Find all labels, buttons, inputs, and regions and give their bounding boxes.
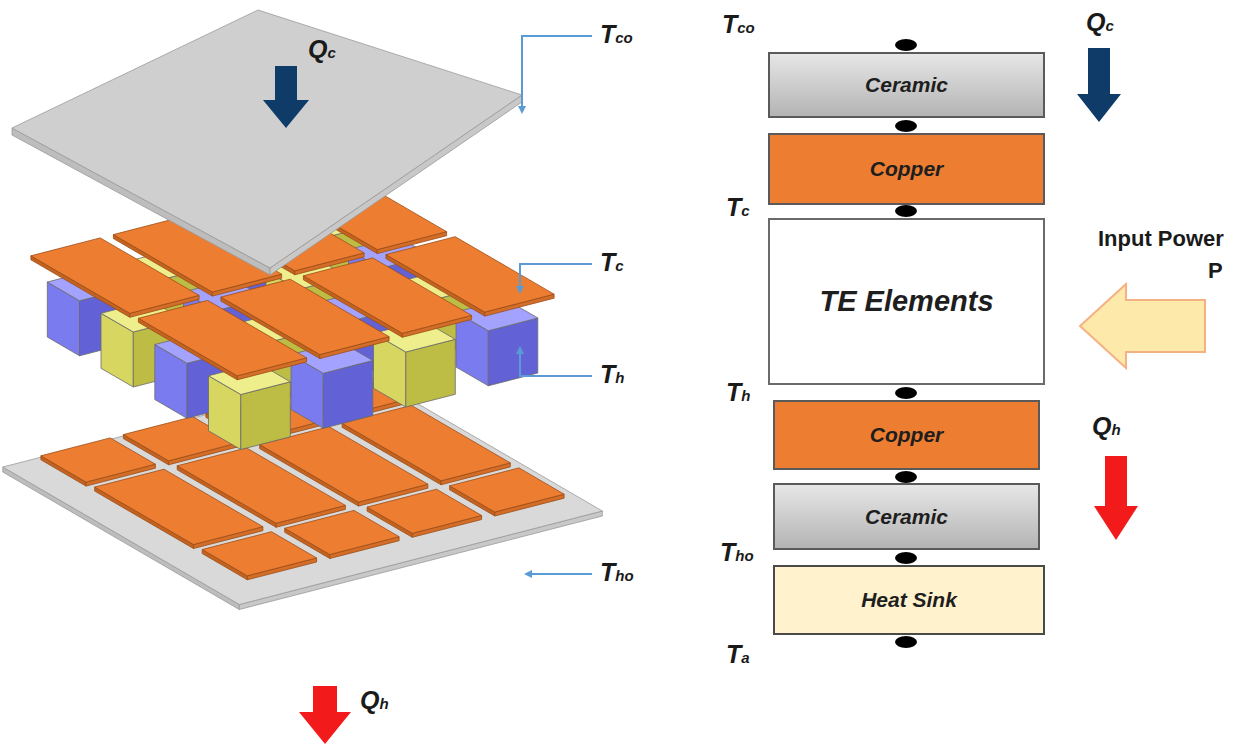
- copper-pad: [367, 489, 482, 533]
- heat-arrow-hot: [1105, 456, 1127, 506]
- node-dot: [895, 471, 917, 483]
- node-dot: [895, 120, 917, 132]
- layer-name: Copper: [870, 423, 944, 447]
- quantity-label: Qc: [308, 35, 336, 64]
- node-dot: [895, 552, 917, 564]
- heat-arrow-hot: [299, 712, 351, 744]
- layer-name: TE Elements: [819, 285, 993, 318]
- copper-pad: [95, 469, 263, 544]
- heat-arrow-cold: [1077, 94, 1121, 122]
- layer-name: Heat Sink: [861, 588, 957, 612]
- node-dot: [895, 636, 917, 648]
- heat-arrow-hot: [313, 686, 337, 712]
- node-dot: [895, 39, 917, 51]
- quantity-label: Tco: [600, 20, 633, 49]
- quantity-label: Tho: [600, 558, 634, 587]
- quantity-label: Tco: [722, 10, 755, 39]
- copper-pad: [285, 510, 399, 554]
- ceramic-layer: Ceramic: [773, 483, 1040, 550]
- leader-line: [526, 573, 592, 575]
- layer-name: Ceramic: [865, 73, 948, 97]
- power-label: P: [1208, 258, 1223, 283]
- node-dot: [895, 205, 917, 217]
- ceramic-plate: [12, 10, 522, 268]
- quantity-label: Qc: [1086, 8, 1114, 37]
- heat-arrow-cold: [275, 66, 297, 100]
- quantity-label: Tc: [600, 248, 624, 277]
- quantity-label: Tc: [726, 193, 750, 222]
- quantity-label: Tho: [720, 538, 754, 567]
- copper-pad: [450, 468, 564, 512]
- power-arrow: [1080, 284, 1205, 368]
- node-dot: [895, 387, 917, 399]
- heat-arrow-cold: [1088, 48, 1110, 94]
- layer-name: Copper: [870, 157, 944, 181]
- heat-sink-layer: Heat Sink: [773, 565, 1045, 635]
- copper-pad: [31, 238, 199, 313]
- quantity-label: Ta: [726, 640, 750, 669]
- leader-line: [522, 36, 592, 112]
- power-label: Input Power: [1098, 226, 1224, 251]
- layer-name: Ceramic: [865, 505, 948, 529]
- heat-arrow-cold: [263, 100, 309, 128]
- heat-arrow-hot: [1094, 506, 1138, 540]
- quantity-label: Th: [726, 378, 750, 407]
- copper-layer: Copper: [773, 400, 1040, 470]
- leader-line: [520, 264, 592, 292]
- copper-pad: [138, 300, 306, 375]
- exploded-module: [3, 10, 603, 610]
- quantity-label: Th: [600, 360, 624, 389]
- copper-layer: Copper: [768, 133, 1045, 205]
- quantity-label: Qh: [360, 686, 389, 715]
- copper-pad: [202, 532, 316, 576]
- quantity-label: Qh: [1092, 412, 1121, 441]
- te-elements-layer: TE Elements: [768, 218, 1045, 385]
- leader-line: [520, 348, 592, 376]
- ceramic-layer: Ceramic: [768, 52, 1045, 118]
